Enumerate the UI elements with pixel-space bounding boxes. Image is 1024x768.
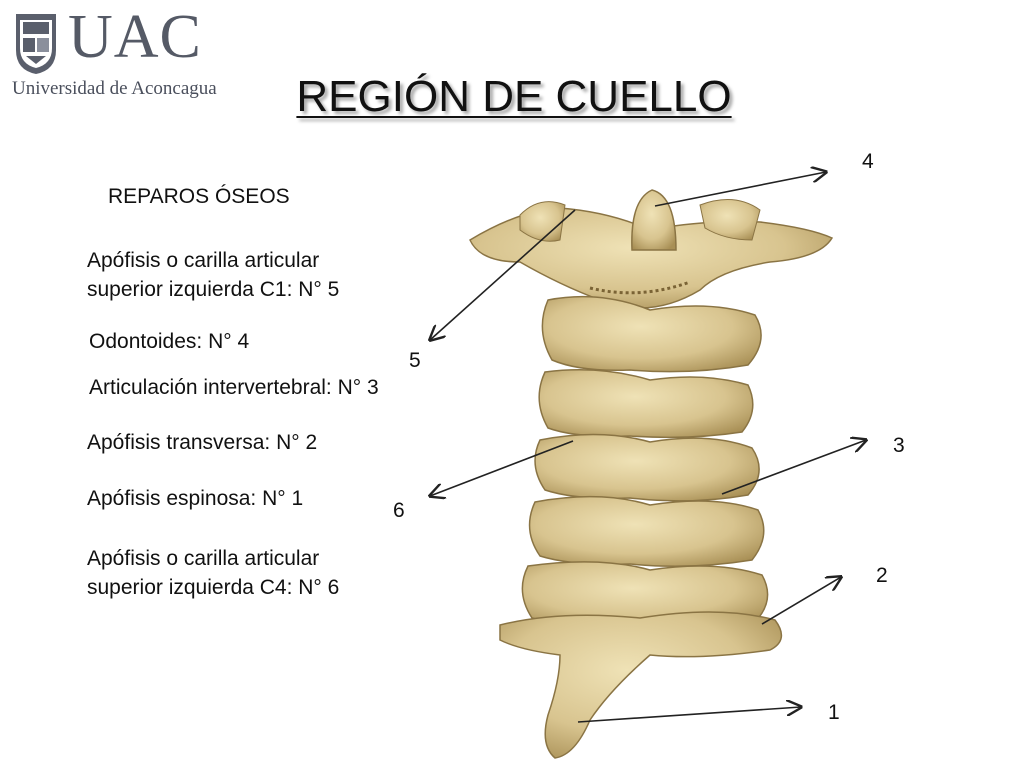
section-heading: REPAROS ÓSEOS [108, 185, 290, 208]
item-spinous: Apófisis espinosa: N° 1 [87, 487, 304, 510]
vertebra-c2 [541, 295, 762, 373]
logo-wordmark: UAC [68, 3, 202, 71]
university-logo: UAC Universidad de Aconcagua [10, 3, 217, 100]
arrow-3 [721, 440, 866, 495]
vertebra-c5 [528, 495, 765, 567]
item-c1-facet: Apófisis o carilla articular superior iz… [87, 246, 339, 304]
vertebra-c7 [499, 611, 783, 759]
vertebra-c3 [538, 369, 754, 439]
logo-subtitle: Universidad de Aconcagua [12, 78, 217, 99]
arrow-2 [761, 577, 841, 625]
page-title: REGIÓN DE CUELLO [296, 72, 732, 121]
label-6: 6 [393, 499, 405, 522]
vertebra-c4 [534, 433, 760, 502]
item-odontoid: Odontoides: N° 4 [89, 330, 250, 353]
label-1: 1 [828, 701, 840, 724]
item-line: superior izquierda C4: N° 6 [87, 576, 340, 599]
arrow-5 [430, 209, 576, 340]
shield-icon [16, 14, 56, 74]
label-5: 5 [409, 349, 421, 372]
label-4: 4 [862, 150, 874, 173]
arrow-6 [430, 440, 574, 496]
vertebra-c1 [469, 199, 834, 309]
label-3: 3 [893, 434, 905, 457]
item-c4-facet: Apófisis o carilla articular superior iz… [87, 544, 339, 602]
item-line: Apófisis o carilla articular [87, 547, 320, 570]
item-transverse: Apófisis transversa: N° 2 [87, 431, 318, 454]
item-line: superior izquierda C1: N° 5 [87, 278, 340, 301]
arrow-4 [654, 172, 826, 207]
item-line: Apófisis o carilla articular [87, 249, 320, 272]
label-2: 2 [876, 564, 888, 587]
odontoid-process [631, 189, 677, 251]
arrow-1 [577, 707, 801, 723]
item-intervertebral: Articulación intervertebral: N° 3 [89, 376, 379, 399]
